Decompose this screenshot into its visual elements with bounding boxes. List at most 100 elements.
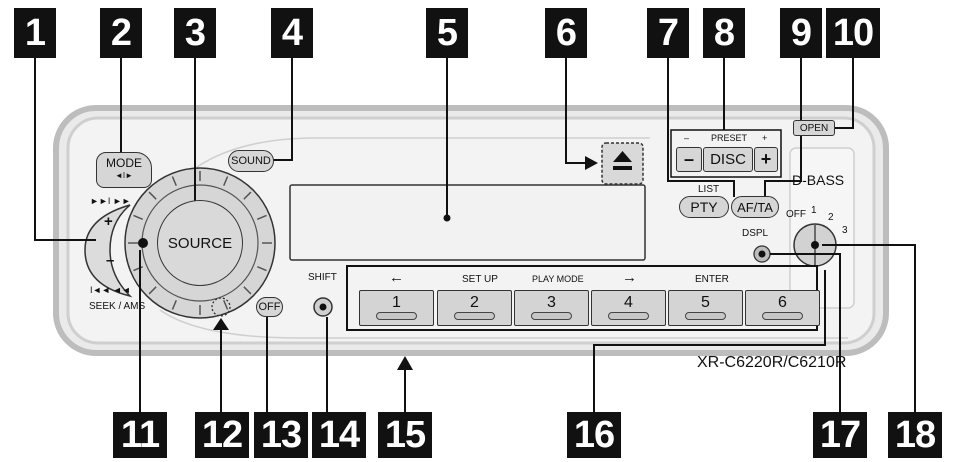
arrowhead-15 bbox=[397, 356, 413, 370]
dbass-dial-dot bbox=[811, 241, 819, 249]
eject-icon-bar bbox=[613, 166, 632, 170]
preset-button-6[interactable]: 6 bbox=[745, 290, 820, 326]
dial-tick bbox=[171, 299, 177, 310]
dial-ticks bbox=[128, 171, 272, 315]
callout-4: 4 bbox=[271, 8, 313, 58]
callout-18: 18 bbox=[888, 412, 942, 458]
source-button[interactable]: SOURCE bbox=[157, 200, 243, 286]
dial-tick bbox=[223, 176, 229, 187]
off-button[interactable]: OFF bbox=[256, 297, 283, 317]
af-ta-button[interactable]: AF/TA bbox=[731, 196, 779, 218]
model-number: XR-C6220R/C6210R bbox=[697, 354, 847, 371]
dial-tick bbox=[243, 191, 252, 200]
dial-tick bbox=[133, 266, 144, 272]
callout-1: 1 bbox=[14, 8, 56, 58]
preset-button-2[interactable]: 2 bbox=[437, 290, 512, 326]
callout-16: 16 bbox=[567, 412, 621, 458]
open-button[interactable]: OPEN bbox=[793, 120, 835, 136]
leader-18 bbox=[822, 244, 916, 412]
func-label-setup: SET UP bbox=[462, 274, 498, 285]
callout-17: 17 bbox=[813, 412, 867, 458]
seek-plus-label: + bbox=[104, 213, 113, 230]
shift-label: SHIFT bbox=[308, 272, 337, 283]
dspl-label: DSPL bbox=[742, 228, 769, 239]
disc-plus-button[interactable]: + bbox=[754, 147, 778, 172]
callout-7: 7 bbox=[647, 8, 689, 58]
preset-plus-small: + bbox=[762, 133, 768, 143]
preset-5-label: 5 bbox=[701, 294, 710, 311]
preset-3-label: 3 bbox=[547, 294, 556, 311]
preset-button-1[interactable]: 1 bbox=[359, 290, 434, 326]
leader-16 bbox=[593, 270, 826, 412]
callout-2: 2 bbox=[100, 8, 142, 58]
callout-15: 15 bbox=[378, 412, 432, 458]
seek-back-label: I◄◄ ◄◄ bbox=[90, 285, 131, 295]
preset-1-bar bbox=[376, 312, 417, 320]
pty-label: PTY bbox=[690, 199, 718, 215]
callout-3: 3 bbox=[174, 8, 216, 58]
list-label: LIST bbox=[698, 184, 720, 195]
open-label: OPEN bbox=[799, 122, 829, 134]
display-window bbox=[289, 184, 646, 261]
preset-4-label: 4 bbox=[624, 294, 633, 311]
preset-1-label: 1 bbox=[392, 294, 401, 311]
preset-button-5[interactable]: 5 bbox=[668, 290, 743, 326]
mode-label: MODE bbox=[106, 156, 142, 170]
dbass-off-label: OFF bbox=[786, 209, 806, 220]
dial-tick bbox=[223, 299, 229, 310]
mode-arrows: ◄I► bbox=[114, 171, 134, 180]
dial-tick bbox=[148, 286, 157, 295]
callout-8: 8 bbox=[703, 8, 745, 58]
dbass-2-label: 2 bbox=[828, 212, 834, 223]
seek-forward-label: ►►I ►► bbox=[90, 196, 131, 206]
arrowhead-12 bbox=[213, 318, 229, 330]
disc-plus-label: + bbox=[760, 149, 772, 169]
callout-5: 5 bbox=[426, 8, 468, 58]
arrowhead-6 bbox=[585, 156, 598, 170]
preset-4-bar bbox=[608, 312, 649, 320]
disc-label: DISC bbox=[710, 151, 746, 168]
dial-tick bbox=[256, 214, 267, 220]
preset-3-bar bbox=[531, 312, 572, 320]
dbass-3-label: 3 bbox=[842, 225, 848, 236]
func-label-left: ← bbox=[389, 269, 404, 286]
dbass-1-label: 1 bbox=[811, 205, 817, 216]
dial-tick bbox=[256, 266, 267, 272]
eject-icon bbox=[613, 151, 632, 162]
callout-9: 9 bbox=[780, 8, 822, 58]
disc-minus-button[interactable]: – bbox=[676, 147, 702, 172]
preset-minus-small: – bbox=[684, 133, 690, 143]
off-label: OFF bbox=[258, 301, 281, 313]
preset-6-bar bbox=[762, 312, 803, 320]
af-ta-label: AF/TA bbox=[737, 199, 773, 215]
preset-button-3[interactable]: 3 bbox=[514, 290, 589, 326]
preset-6-label: 6 bbox=[778, 294, 787, 311]
preset-button-4[interactable]: 4 bbox=[591, 290, 666, 326]
dspl-knob-dot bbox=[758, 250, 766, 258]
preset-2-label: 2 bbox=[470, 294, 479, 311]
receiver-dotted-circle bbox=[211, 297, 231, 317]
preset-5-bar bbox=[685, 312, 726, 320]
callout-6: 6 bbox=[545, 8, 587, 58]
callout-14: 14 bbox=[312, 412, 366, 458]
leader-9 bbox=[764, 58, 802, 197]
seek-minus-label: – bbox=[106, 252, 115, 269]
seek-rocker-outline bbox=[84, 204, 133, 298]
callout-12: 12 bbox=[195, 412, 249, 458]
pty-button[interactable]: PTY bbox=[679, 196, 729, 218]
disc-button[interactable]: DISC bbox=[703, 147, 753, 172]
disc-minus-label: – bbox=[683, 149, 694, 169]
dbass-label: D-BASS bbox=[792, 172, 845, 188]
func-label-enter: ENTER bbox=[695, 274, 729, 285]
seek-ams-label: SEEK / AMS bbox=[89, 301, 146, 312]
dial-marker bbox=[138, 238, 148, 248]
dial-tick bbox=[243, 286, 252, 295]
leader-7 bbox=[667, 58, 735, 197]
mode-button[interactable]: MODE ◄I► bbox=[96, 152, 152, 188]
callout-10: 10 bbox=[826, 8, 880, 58]
sound-button[interactable]: SOUND bbox=[228, 150, 274, 172]
preset-label: PRESET bbox=[711, 133, 748, 143]
callout-13: 13 bbox=[254, 412, 308, 458]
eject-button[interactable] bbox=[601, 142, 644, 185]
